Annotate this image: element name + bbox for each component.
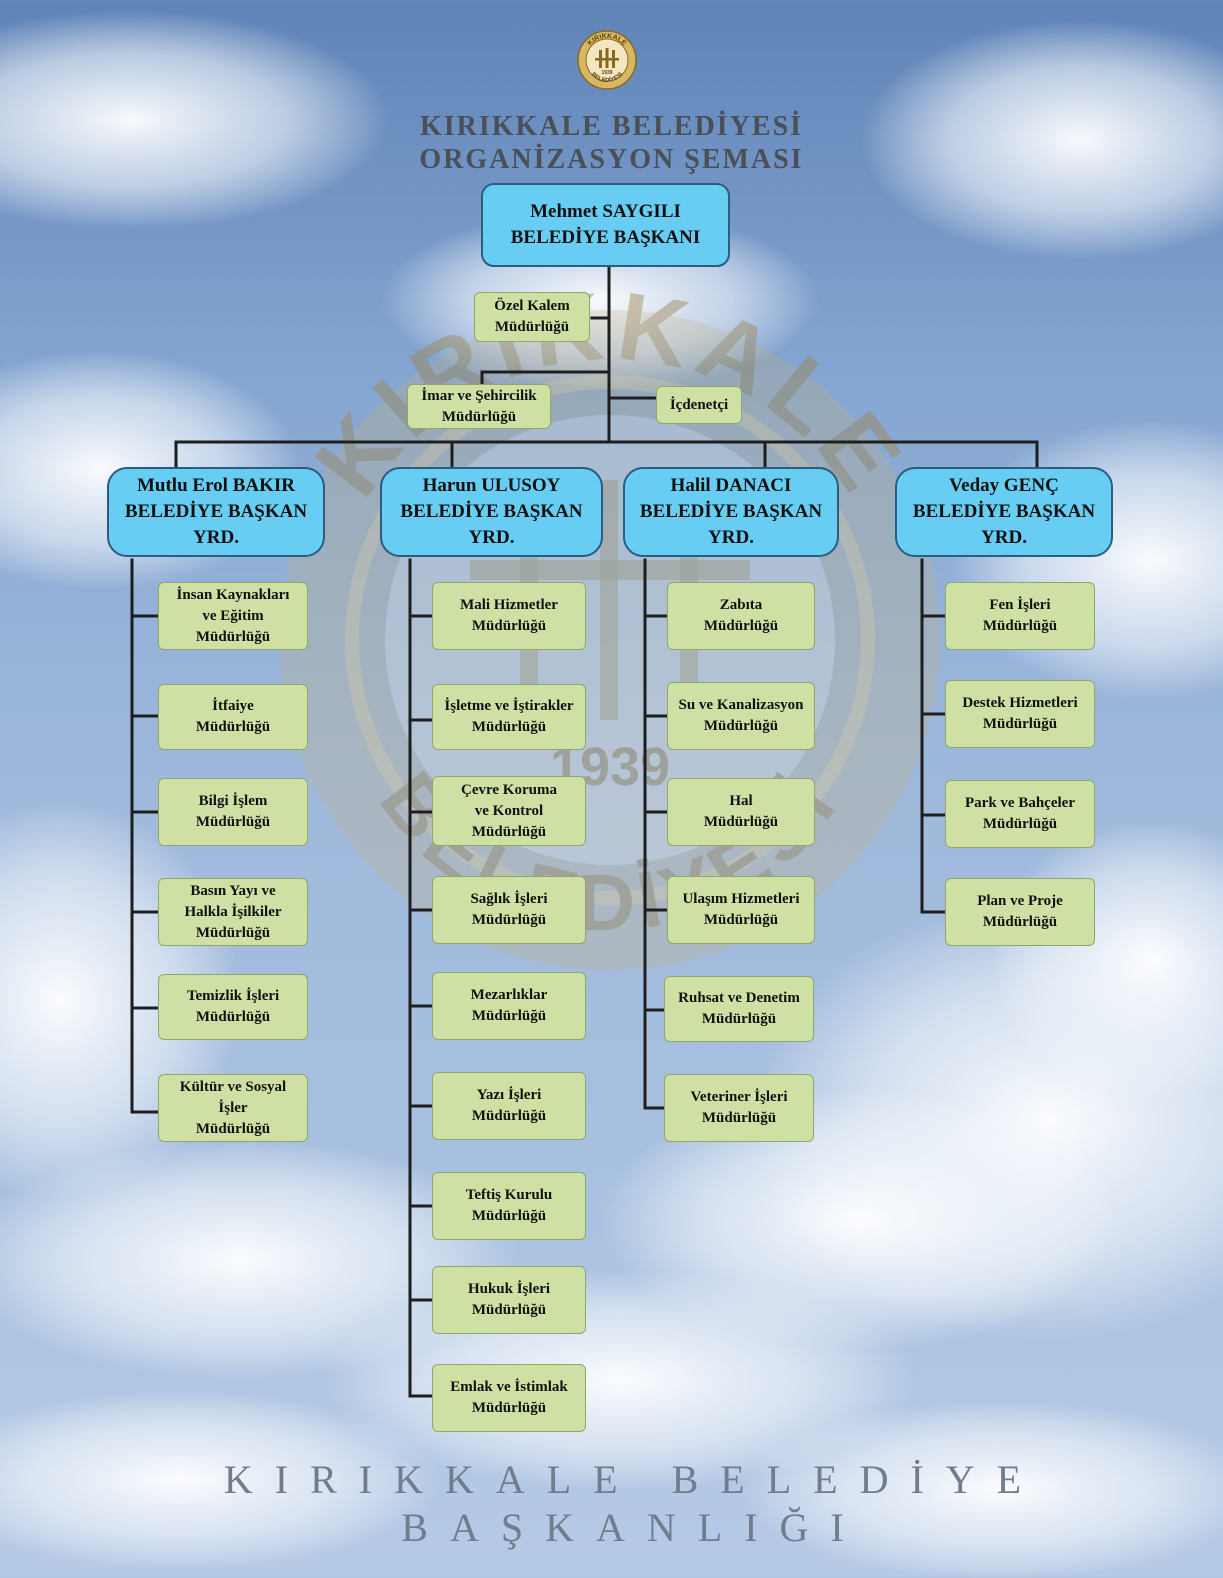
unit-box: Ruhsat ve Denetim Müdürlüğü	[664, 976, 814, 1042]
unit-label: Park ve Bahçeler Müdürlüğü	[965, 795, 1075, 832]
deputy-label: Halil DANACI BELEDİYE BAŞKAN YRD.	[639, 475, 823, 548]
unit-box: Kültür ve Sosyal İşler Müdürlüğü	[158, 1074, 308, 1142]
unit-label: İçdenetçi	[669, 396, 729, 413]
unit-label: Destek Hizmetleri Müdürlüğü	[962, 695, 1078, 732]
page-title: KIRIKKALE BELEDİYESİ	[419, 111, 804, 142]
unit-label: Kültür ve Sosyal İşler Müdürlüğü	[179, 1078, 287, 1137]
unit-imar: İmar ve Şehircilik Müdürlüğü	[407, 384, 551, 429]
deputy-box-2: Harun ULUSOY BELEDİYE BAŞKAN YRD.	[380, 467, 603, 557]
unit-icdenetci: İçdenetçi	[656, 386, 742, 424]
unit-box: İşletme ve İştirakler Müdürlüğü	[432, 684, 586, 750]
unit-box: Teftiş Kurulu Müdürlüğü	[432, 1172, 586, 1240]
unit-box: Zabıta Müdürlüğü	[667, 582, 815, 650]
clouds	[0, 10, 1223, 1578]
unit-box: Mezarlıklar Müdürlüğü	[432, 972, 586, 1040]
unit-label: Ruhsat ve Denetim Müdürlüğü	[678, 990, 800, 1027]
footer-line-2: BAŞKANLIĞI	[401, 1505, 866, 1550]
unit-label: Mali Hizmetler Müdürlüğü	[460, 597, 558, 634]
unit-label: Su ve Kanalizasyon Müdürlüğü	[678, 697, 804, 734]
deputy-box-1: Mutlu Erol BAKIR BELEDİYE BAŞKAN YRD.	[107, 467, 325, 557]
logo-year: 1939	[601, 70, 612, 76]
mayor-box: Mehmet SAYGILI BELEDİYE BAŞKANI	[481, 183, 730, 267]
unit-box: Ulaşım Hizmetleri Müdürlüğü	[667, 876, 815, 944]
unit-label: Emlak ve İstimlak Müdürlüğü	[450, 1379, 568, 1416]
unit-box: Park ve Bahçeler Müdürlüğü	[945, 780, 1095, 848]
unit-label: Zabıta Müdürlüğü	[703, 597, 779, 634]
unit-label: İşletme ve İştirakler Müdürlüğü	[444, 698, 574, 735]
deputy-label: Veday GENÇ BELEDİYE BAŞKAN YRD.	[912, 475, 1096, 548]
unit-label: Hukuk İşleri Müdürlüğü	[467, 1281, 551, 1318]
unit-box: İtfaiye Müdürlüğü	[158, 684, 308, 750]
deputy-box-4: Veday GENÇ BELEDİYE BAŞKAN YRD.	[895, 467, 1113, 557]
unit-box: Çevre Koruma ve Kontrol Müdürlüğü	[432, 776, 586, 846]
deputy-label: Mutlu Erol BAKIR BELEDİYE BAŞKAN YRD.	[124, 475, 308, 548]
unit-label: İmar ve Şehircilik Müdürlüğü	[421, 387, 537, 425]
unit-box: Emlak ve İstimlak Müdürlüğü	[432, 1364, 586, 1432]
unit-label: Veteriner İşleri Müdürlüğü	[690, 1089, 788, 1126]
unit-box: Sağlık İşleri Müdürlüğü	[432, 876, 586, 944]
deputy-box-3: Halil DANACI BELEDİYE BAŞKAN YRD.	[623, 467, 839, 557]
unit-box: Bilgi İşlem Müdürlüğü	[158, 778, 308, 846]
unit-label: Çevre Koruma ve Kontrol Müdürlüğü	[461, 781, 557, 840]
unit-label: Sağlık İşleri Müdürlüğü	[470, 891, 548, 928]
unit-label: Plan ve Proje Müdürlüğü	[977, 893, 1063, 930]
unit-box: İnsan Kaynakları ve Eğitim Müdürlüğü	[158, 582, 308, 650]
unit-label: Özel Kalem Müdürlüğü	[494, 298, 570, 335]
unit-label: Hal Müdürlüğü	[703, 793, 779, 830]
unit-label: Teftiş Kurulu Müdürlüğü	[465, 1187, 553, 1224]
unit-label: Ulaşım Hizmetleri Müdürlüğü	[682, 891, 800, 928]
deputy-label: Harun ULUSOY BELEDİYE BAŞKAN YRD.	[400, 475, 583, 548]
unit-label: İtfaiye Müdürlüğü	[195, 698, 271, 735]
unit-box: Yazı İşleri Müdürlüğü	[432, 1072, 586, 1140]
unit-box: Temizlik İşleri Müdürlüğü	[158, 974, 308, 1040]
unit-box: Fen İşleri Müdürlüğü	[945, 582, 1095, 650]
unit-ozel-kalem: Özel Kalem Müdürlüğü	[474, 292, 590, 342]
mayor-label: Mehmet SAYGILI BELEDİYE BAŞKANI	[510, 201, 701, 248]
unit-label: Mezarlıklar Müdürlüğü	[470, 987, 548, 1024]
unit-label: Basın Yayı ve Halkla İşilkiler Müdürlüğü	[184, 882, 282, 941]
unit-box: Hukuk İşleri Müdürlüğü	[432, 1266, 586, 1334]
unit-box: Plan ve Proje Müdürlüğü	[945, 878, 1095, 946]
unit-box: Basın Yayı ve Halkla İşilkiler Müdürlüğü	[158, 878, 308, 946]
unit-box: Hal Müdürlüğü	[667, 778, 815, 846]
unit-label: Temizlik İşleri Müdürlüğü	[186, 988, 280, 1025]
unit-label: Yazı İşleri Müdürlüğü	[471, 1087, 547, 1124]
unit-label: Fen İşleri Müdürlüğü	[982, 597, 1058, 634]
page-subtitle: ORGANİZASYON ŞEMASI	[419, 144, 804, 175]
unit-label: İnsan Kaynakları ve Eğitim Müdürlüğü	[176, 586, 290, 645]
municipality-logo: KIRIKKALE BELEDİYESİ 1939	[577, 30, 637, 90]
unit-box: Mali Hizmetler Müdürlüğü	[432, 582, 586, 650]
unit-label: Bilgi İşlem Müdürlüğü	[195, 793, 271, 830]
unit-box: Veteriner İşleri Müdürlüğü	[664, 1074, 814, 1142]
footer-line-1: KIRIKKALE BELEDİYE	[223, 1457, 1044, 1502]
unit-box: Destek Hizmetleri Müdürlüğü	[945, 680, 1095, 748]
unit-box: Su ve Kanalizasyon Müdürlüğü	[667, 682, 815, 750]
